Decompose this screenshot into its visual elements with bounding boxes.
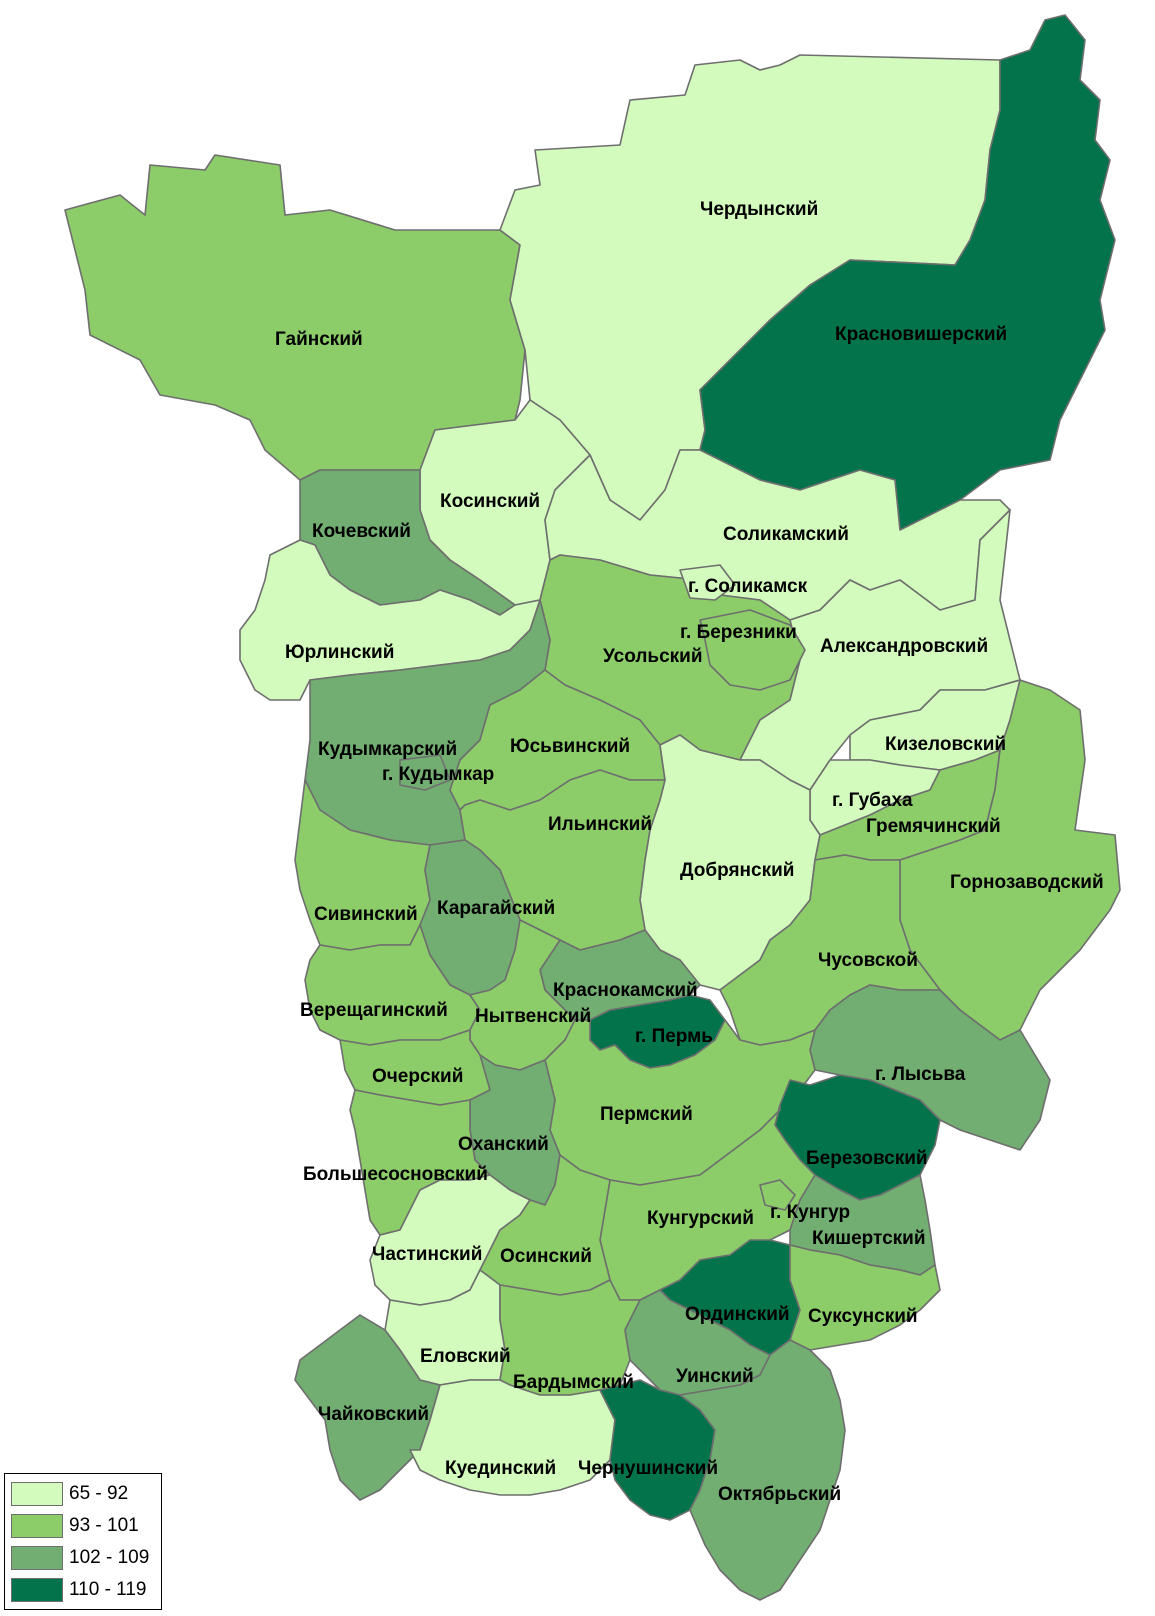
legend-label: 65 - 92: [69, 1483, 129, 1504]
label-elovsky: Еловский: [420, 1346, 511, 1367]
label-nytvensky: Нытвенский: [475, 1006, 591, 1027]
legend-label: 102 - 109: [69, 1547, 150, 1568]
label-lysva-city: г. Лысьва: [875, 1064, 966, 1085]
label-suksunsky: Суксунский: [808, 1306, 918, 1327]
legend-swatch: [11, 1514, 63, 1538]
region-gornozavodsky[interactable]: [899, 679, 1121, 1041]
label-chernushinsky: Чернушинский: [578, 1458, 718, 1479]
label-usolsky: Усольский: [603, 646, 703, 667]
label-krasnokamsky: Краснокамский: [553, 980, 698, 1001]
label-gaynsky: Гайнский: [275, 329, 363, 350]
label-ilyinsky: Ильинский: [548, 814, 652, 835]
label-gremyachinsky: Гремячинский: [866, 816, 1001, 837]
label-gubakha-city: г. Губаха: [832, 790, 913, 811]
label-bardymsky: Бардымский: [513, 1372, 634, 1393]
label-ordinsky: Ординский: [685, 1304, 790, 1325]
region-gaynsky[interactable]: [64, 154, 526, 481]
label-bolshesosnovsky: Большесосновский: [303, 1164, 488, 1185]
legend-swatch: [11, 1578, 63, 1602]
label-okhansky: Оханский: [458, 1134, 549, 1155]
region-berezniki-city[interactable]: [699, 609, 806, 691]
label-kudymkarsky: Кудымкарский: [318, 739, 457, 760]
label-krasnovishersky: Красновишерский: [835, 324, 1007, 345]
label-kishertsky: Кишертский: [812, 1228, 926, 1249]
region-suksunsky[interactable]: [789, 1244, 941, 1351]
region-kudymkar-city[interactable]: [399, 754, 451, 791]
label-berezniki-city: г. Березники: [680, 622, 797, 643]
region-kungur-city[interactable]: [759, 1179, 796, 1211]
label-kochevsky: Кочевский: [312, 521, 411, 542]
legend-item: 93 - 101: [11, 1510, 161, 1542]
legend-label: 93 - 101: [69, 1515, 139, 1536]
label-uinsky: Уинский: [676, 1366, 754, 1387]
label-yusvinsky: Юсьвинский: [510, 736, 630, 757]
label-kudymkar-city: г. Кудымкар: [382, 764, 494, 785]
label-perm-city: г. Пермь: [635, 1026, 713, 1047]
region-lysva-city[interactable]: [809, 984, 1051, 1151]
label-chastinsky: Частинский: [372, 1244, 482, 1265]
label-chusovskoy: Чусовской: [818, 950, 918, 971]
label-kosinsky: Косинский: [440, 491, 540, 512]
label-permsky: Пермский: [600, 1104, 693, 1125]
label-yurlinsky: Юрлинский: [285, 642, 394, 663]
label-sivinsky: Сивинский: [314, 904, 418, 925]
legend-swatch: [11, 1546, 63, 1570]
legend-item: 110 - 119: [11, 1574, 161, 1606]
label-kuedinsky: Куединский: [445, 1458, 556, 1479]
region-bardymsky[interactable]: [499, 1279, 641, 1396]
region-oktyabrsky[interactable]: [679, 1339, 846, 1601]
region-kuedinsky[interactable]: [409, 1379, 616, 1496]
label-dobryansky: Добрянский: [680, 860, 794, 881]
label-cherdynsky: Чердынский: [700, 199, 818, 220]
legend-swatch: [11, 1482, 63, 1506]
label-ochersky: Очерский: [372, 1066, 463, 1087]
label-solikamsk-city: г. Соликамск: [688, 576, 808, 597]
map-legend: 65 - 92 93 - 101 102 - 109 110 - 119: [4, 1473, 162, 1610]
label-kungur-city: г. Кунгур: [770, 1202, 850, 1223]
label-kungursky: Кунгурский: [647, 1208, 754, 1229]
label-osinsky: Осинский: [500, 1246, 592, 1267]
label-karagaysky: Карагайский: [437, 898, 555, 919]
legend-item: 102 - 109: [11, 1542, 161, 1574]
label-berezovsky: Березовский: [806, 1148, 928, 1169]
label-alexandrovsky: Александровский: [820, 636, 988, 657]
region-solikamsk-city[interactable]: [679, 564, 736, 601]
label-chaykovsky: Чайковский: [318, 1404, 429, 1425]
label-vereshchaginsky: Верещагинский: [300, 1000, 448, 1021]
label-solikamsky: Соликамский: [723, 524, 849, 545]
legend-label: 110 - 119: [69, 1579, 147, 1600]
label-kizelovsky: Кизеловский: [885, 734, 1006, 755]
label-oktyabrsky: Октябрьский: [718, 1484, 841, 1505]
label-gornozavodsky: Горнозаводский: [950, 872, 1104, 893]
legend-item: 65 - 92: [11, 1478, 161, 1510]
